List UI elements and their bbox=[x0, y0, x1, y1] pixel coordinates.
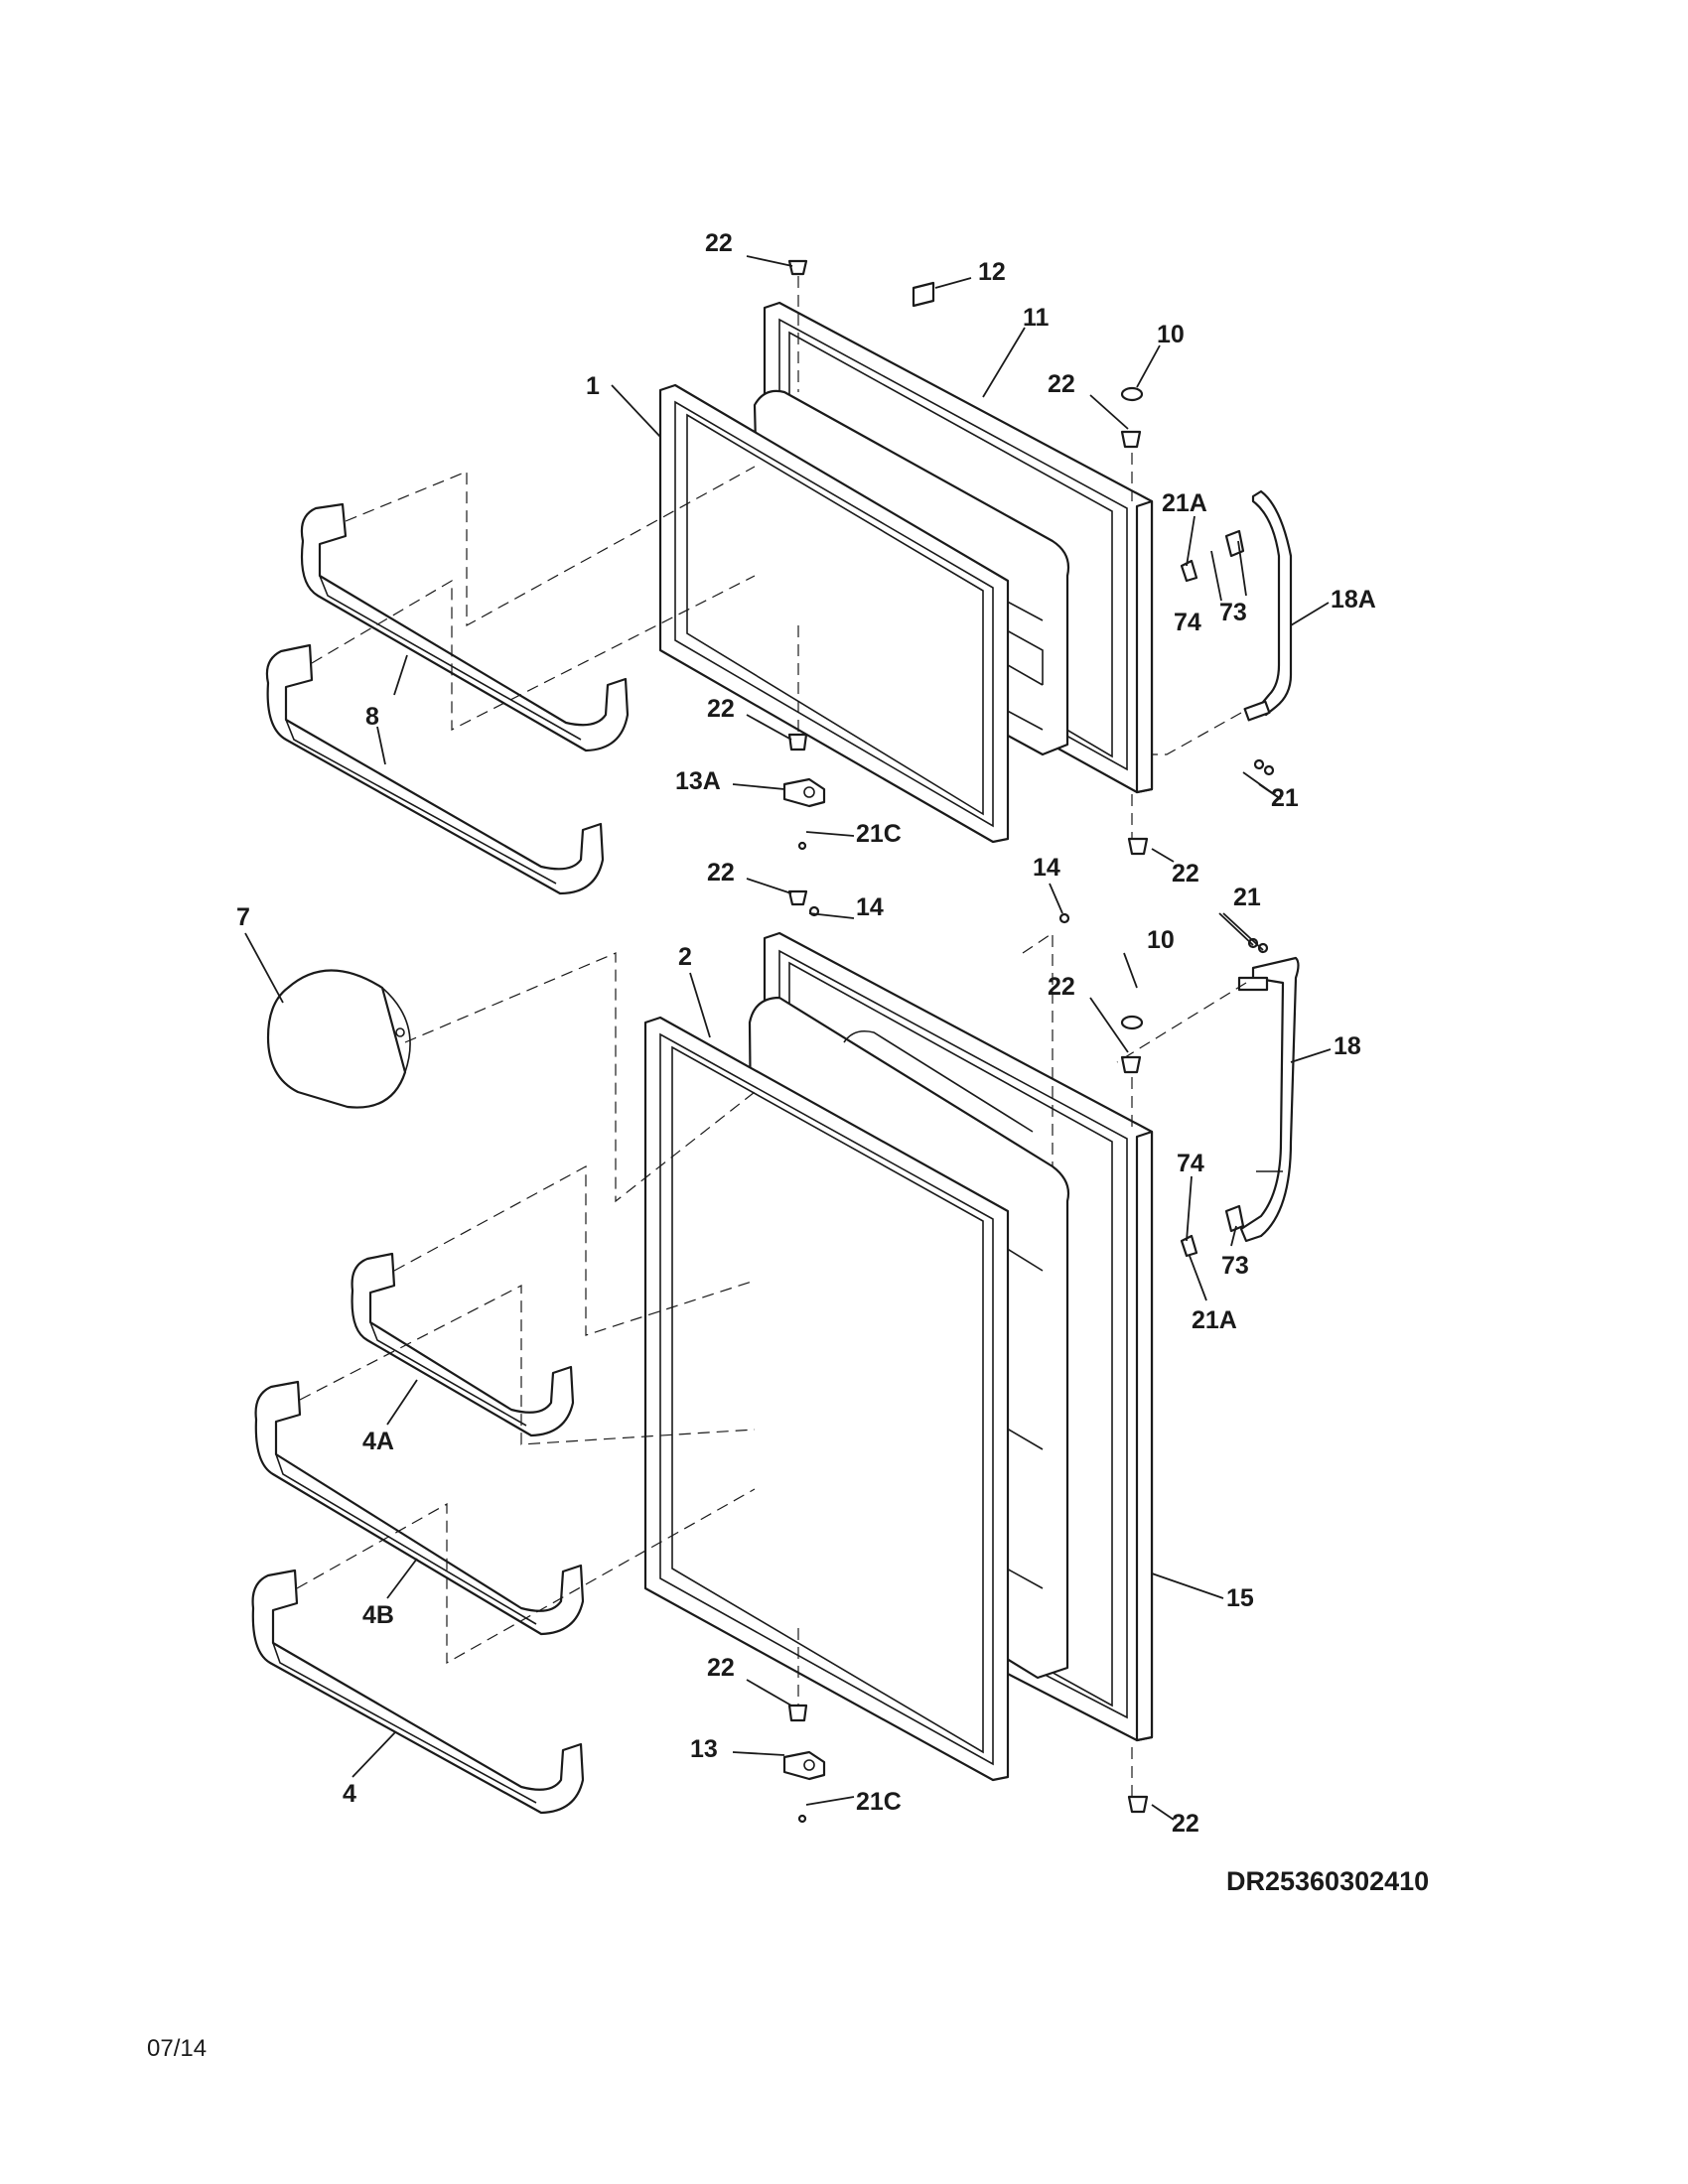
revision-date: 07/14 bbox=[147, 2035, 208, 2062]
callout-10: 10 bbox=[1157, 321, 1185, 348]
fresh-food-screw-bottom bbox=[787, 1704, 808, 1722]
callout-22: 22 bbox=[705, 229, 733, 257]
callout-21c: 21C bbox=[856, 820, 902, 848]
freezer-door-handle bbox=[1243, 489, 1293, 722]
callout-21: 21 bbox=[1233, 884, 1261, 911]
freezer-hinge-pin-top bbox=[787, 259, 808, 276]
callout-21a: 21A bbox=[1192, 1306, 1237, 1334]
callout-74: 74 bbox=[1174, 609, 1201, 636]
callout-22: 22 bbox=[1172, 1810, 1199, 1838]
fresh-food-door-gasket bbox=[643, 1016, 1010, 1782]
alignment-dashed-lines bbox=[296, 276, 1247, 1797]
freezer-screw-right-bottom bbox=[1127, 837, 1149, 856]
freezer-door-shelf-lower bbox=[265, 643, 605, 895]
callout-10: 10 bbox=[1147, 926, 1175, 954]
callout-18: 18 bbox=[1334, 1032, 1361, 1060]
callout-4a: 4A bbox=[362, 1428, 394, 1455]
freezer-hinge-bracket bbox=[782, 777, 826, 808]
callout-leader-lines bbox=[244, 255, 1332, 1821]
freezer-door-shelf-upper bbox=[300, 502, 630, 752]
fresh-food-plug-button bbox=[1120, 1015, 1144, 1030]
callout-22: 22 bbox=[1048, 370, 1075, 398]
callout-14: 14 bbox=[856, 893, 884, 921]
fresh-food-door-shelf-4 bbox=[251, 1569, 585, 1815]
callout-73: 73 bbox=[1221, 1252, 1249, 1280]
callout-22: 22 bbox=[707, 1654, 735, 1682]
fresh-food-hinge-pin-top bbox=[787, 889, 808, 906]
callout-21: 21 bbox=[1271, 784, 1299, 812]
callout-18a: 18A bbox=[1331, 586, 1376, 614]
callout-12: 12 bbox=[978, 258, 1006, 286]
freezer-door-gasket bbox=[658, 383, 1010, 844]
fresh-food-door-shelf-4b bbox=[254, 1380, 585, 1636]
fresh-food-door-handle bbox=[1237, 956, 1300, 1243]
fresh-food-screw-22 bbox=[1120, 1055, 1142, 1074]
dairy-compartment-door bbox=[266, 969, 411, 1109]
freezer-label-12 bbox=[912, 281, 935, 308]
callout-21c: 21C bbox=[856, 1788, 902, 1816]
callout-13: 13 bbox=[690, 1735, 718, 1763]
callout-73: 73 bbox=[1219, 599, 1247, 626]
callout-labels: 22 12 11 10 22 1 21A 74 73 18A 8 22 13A … bbox=[236, 229, 1376, 1838]
callout-22: 22 bbox=[707, 695, 735, 723]
callout-14: 14 bbox=[1033, 854, 1060, 882]
callout-21a: 21A bbox=[1162, 489, 1207, 517]
callout-8: 8 bbox=[365, 703, 379, 731]
callout-1: 1 bbox=[586, 372, 600, 400]
freezer-plug-button bbox=[1120, 386, 1144, 402]
callout-15: 15 bbox=[1226, 1584, 1254, 1612]
callout-4b: 4B bbox=[362, 1601, 394, 1629]
callout-7: 7 bbox=[236, 903, 250, 931]
freezer-screw-22 bbox=[1120, 430, 1142, 449]
fresh-food-screw-right-bottom bbox=[1127, 1795, 1149, 1814]
small-hardware-parts bbox=[797, 529, 1275, 1824]
callout-2: 2 bbox=[678, 943, 692, 971]
callout-22: 22 bbox=[1172, 860, 1199, 887]
callout-4: 4 bbox=[343, 1780, 356, 1808]
freezer-screw-bottom bbox=[787, 733, 808, 751]
drawing-number: DR25360302410 bbox=[1226, 1866, 1430, 1896]
fresh-food-door-shelf-4a bbox=[351, 1252, 575, 1437]
callout-22: 22 bbox=[707, 859, 735, 887]
callout-13a: 13A bbox=[675, 767, 721, 795]
fresh-food-hinge-bracket bbox=[782, 1750, 826, 1781]
callout-11: 11 bbox=[1023, 304, 1050, 332]
callout-22: 22 bbox=[1048, 973, 1075, 1001]
callout-74: 74 bbox=[1177, 1150, 1204, 1177]
